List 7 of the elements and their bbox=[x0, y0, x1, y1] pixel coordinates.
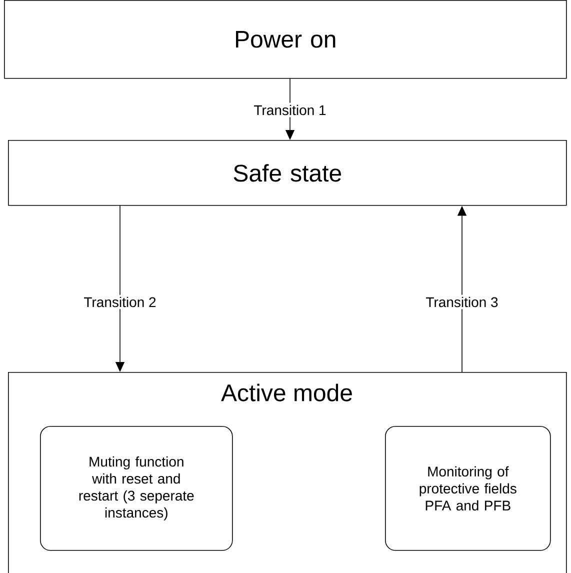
state-box: Safe state bbox=[8, 140, 567, 206]
edge-label: Transition 2 bbox=[82, 294, 158, 310]
rounded-box: Monitoring of protective fields PFA and PFB bbox=[385, 426, 551, 551]
state-box: Power on bbox=[4, 0, 567, 79]
rounded-box: Muting function with reset and restart (3 seperate instances) bbox=[40, 426, 233, 551]
edge-label: Transition 3 bbox=[424, 294, 500, 310]
edge-label: Transition 1 bbox=[252, 102, 328, 118]
